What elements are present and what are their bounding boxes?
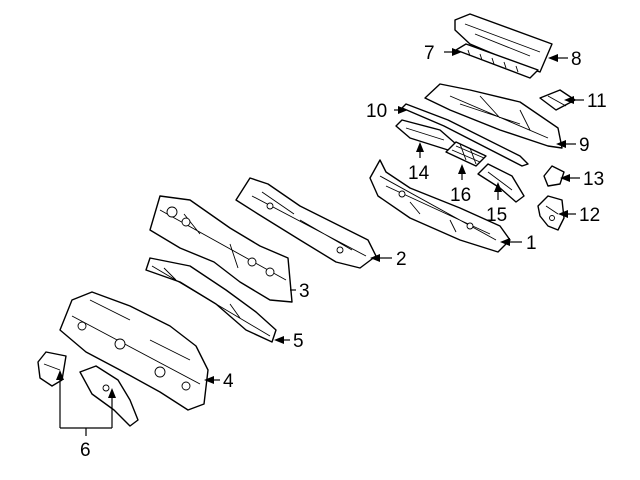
callout-labels: 1 2 3 4 5 6 7 8 9 10 11 12 13 14 15 16	[80, 43, 607, 461]
part-2-dash-extension	[235, 177, 377, 269]
label-8: 8	[571, 49, 582, 70]
label-11: 11	[587, 91, 607, 112]
label-10: 10	[366, 101, 387, 122]
part-10-weatherstrip	[401, 103, 529, 167]
label-9: 9	[579, 135, 590, 156]
part-15-duct	[477, 163, 525, 203]
label-15: 15	[486, 205, 507, 226]
part-1-cowl-panel	[369, 159, 511, 253]
label-12: 12	[579, 205, 600, 226]
part-4-front-dash	[59, 291, 209, 411]
part-12-side-bracket	[537, 195, 565, 231]
part-3-dash-panel	[149, 195, 293, 303]
label-5: 5	[293, 331, 304, 352]
label-6: 6	[80, 440, 91, 461]
part-16-grid-filter	[445, 141, 487, 167]
part-13-bracket	[543, 165, 565, 187]
part-6-bracket-a	[37, 351, 67, 387]
label-13: 13	[583, 169, 604, 190]
leader-lines	[56, 48, 584, 436]
part-5-reinforcement	[145, 257, 277, 343]
label-2: 2	[396, 249, 407, 270]
part-9-cowl-grille	[424, 83, 563, 149]
label-14: 14	[408, 163, 430, 184]
label-1: 1	[526, 233, 537, 254]
part-7-seal-strip	[455, 43, 539, 79]
label-16: 16	[450, 185, 471, 206]
label-7: 7	[424, 43, 435, 64]
label-4: 4	[223, 371, 234, 392]
label-3: 3	[299, 281, 310, 302]
